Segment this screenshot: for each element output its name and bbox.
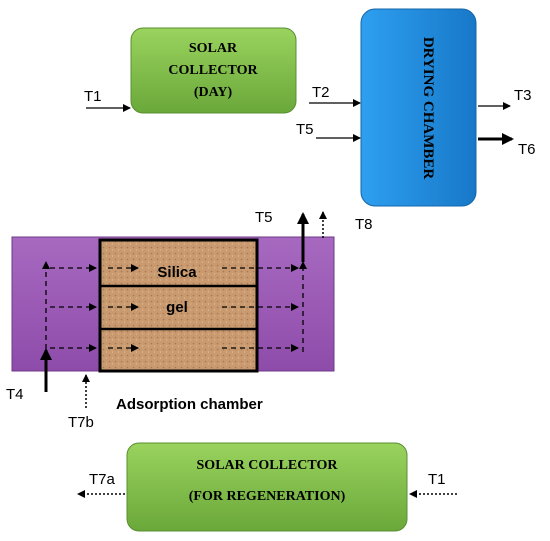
drying-chamber-box xyxy=(360,8,477,207)
solar-collector-day: SOLAR COLLECTOR (DAY) xyxy=(130,27,297,114)
label-t4: T4 xyxy=(6,386,24,403)
bed-label-gel: gel xyxy=(166,299,188,316)
label-t1-bottom: T1 xyxy=(428,471,446,488)
label-t5-top: T5 xyxy=(296,121,314,138)
label-t7a: T7a xyxy=(89,471,116,488)
label-t8: T8 xyxy=(355,216,373,233)
label-t7b: T7b xyxy=(68,414,94,431)
label-t6: T6 xyxy=(518,141,536,158)
solar-collector-day-line2: COLLECTOR xyxy=(168,63,258,78)
solar-collector-regen-line2: (FOR REGENERATION) xyxy=(189,489,346,504)
drying-chamber: DRYING CHAMBER xyxy=(360,8,477,207)
solar-collector-regen-line1: SOLAR COLLECTOR xyxy=(197,458,339,473)
solar-collector-regen: SOLAR COLLECTOR (FOR REGENERATION) xyxy=(126,442,408,532)
label-t3: T3 xyxy=(514,87,532,104)
silica-gel-bed xyxy=(98,238,259,373)
bed-label-silica: Silica xyxy=(157,264,197,281)
drying-chamber-label: DRYING CHAMBER xyxy=(420,37,436,180)
label-t2: T2 xyxy=(312,84,330,101)
adsorption-chamber: Silica gel Adsorption chamber xyxy=(11,236,335,413)
label-t5-mid: T5 xyxy=(255,209,273,226)
solar-collector-day-line3: (DAY) xyxy=(194,85,233,100)
adsorption-chamber-caption: Adsorption chamber xyxy=(116,396,263,413)
solar-collector-day-box xyxy=(130,27,297,114)
solar-collector-regen-box xyxy=(126,442,408,532)
label-t1-top: T1 xyxy=(84,88,102,105)
solar-collector-day-line1: SOLAR xyxy=(189,41,238,56)
